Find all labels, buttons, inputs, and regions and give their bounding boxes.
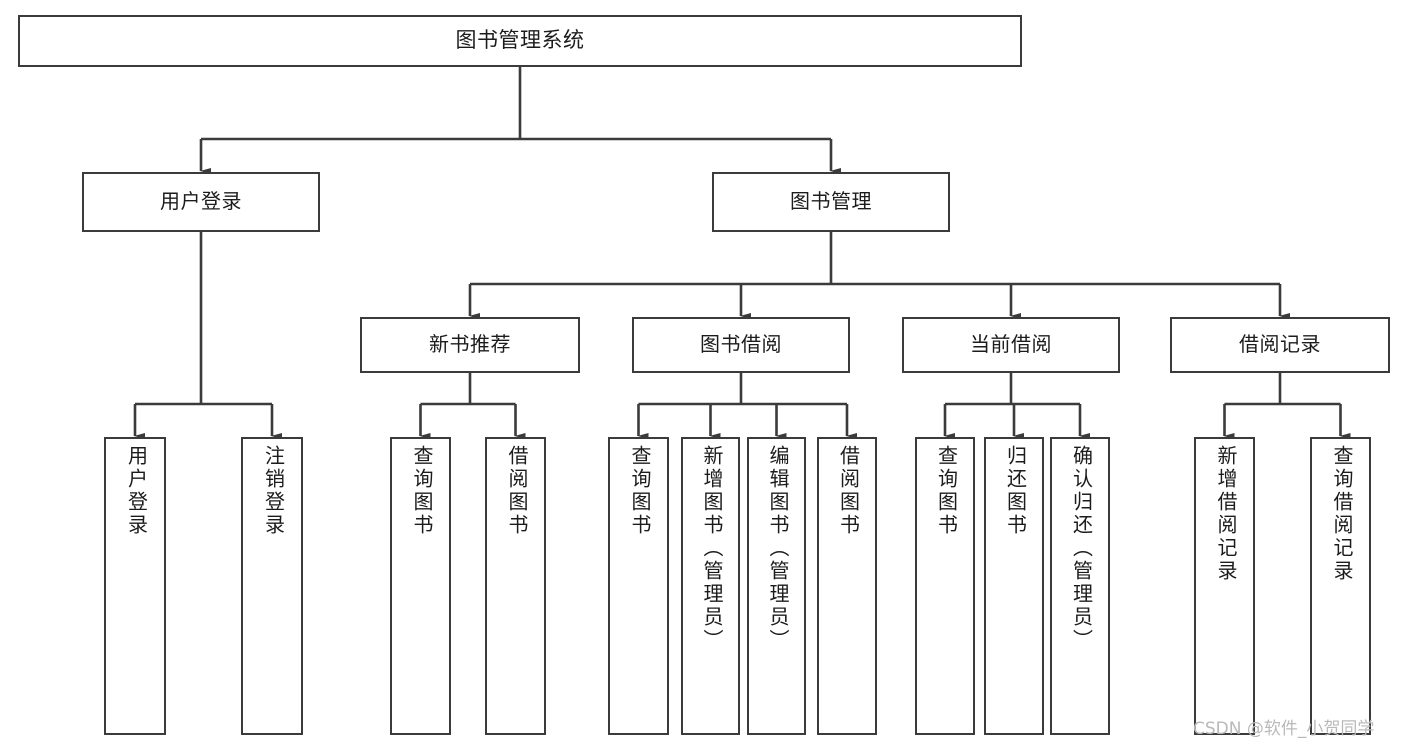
node-bookmgmt[interactable]: 图书管理	[712, 172, 950, 232]
node-l1[interactable]: 用户登录	[104, 437, 166, 735]
node-current[interactable]: 当前借阅	[902, 317, 1120, 373]
node-label: 当前借阅	[970, 333, 1052, 356]
node-label: 归还图书	[1003, 445, 1026, 537]
node-label: 图书管理	[790, 190, 872, 213]
node-label: 借阅图书	[836, 445, 859, 537]
node-l9[interactable]: 查询图书	[915, 437, 975, 735]
node-root[interactable]: 图书管理系统	[18, 15, 1022, 67]
node-label: 查询图书	[934, 445, 957, 537]
node-label: 查询图书	[628, 445, 650, 537]
node-label: 用户登录	[124, 445, 147, 537]
node-newbook[interactable]: 新书推荐	[360, 317, 580, 373]
node-l8[interactable]: 借阅图书	[817, 437, 877, 735]
node-label: 借阅记录	[1239, 333, 1321, 356]
node-records[interactable]: 借阅记录	[1170, 317, 1390, 373]
node-l13[interactable]: 查询借阅记录	[1310, 437, 1371, 735]
node-l3[interactable]: 查询图书	[390, 437, 451, 735]
node-l4[interactable]: 借阅图书	[485, 437, 546, 735]
node-l6[interactable]: 新增图书（管理员）	[681, 437, 740, 735]
node-label: 图书借阅	[700, 333, 782, 356]
node-login[interactable]: 用户登录	[82, 172, 320, 232]
node-label: 新增图书（管理员）	[700, 445, 722, 652]
node-label: 查询借阅记录	[1330, 445, 1352, 583]
node-label: 借阅图书	[505, 445, 527, 537]
node-label: 用户登录	[160, 190, 242, 213]
node-label: 确认归还（管理员）	[1069, 445, 1092, 652]
node-label: 查询图书	[410, 445, 432, 537]
node-l12[interactable]: 新增借阅记录	[1194, 437, 1255, 735]
node-borrow[interactable]: 图书借阅	[632, 317, 850, 373]
node-l7[interactable]: 编辑图书（管理员）	[747, 437, 806, 735]
node-label: 图书管理系统	[455, 29, 585, 53]
node-l5[interactable]: 查询图书	[608, 437, 669, 735]
node-l2[interactable]: 注销登录	[241, 437, 303, 735]
node-label: 新增借阅记录	[1214, 445, 1236, 583]
node-label: 新书推荐	[429, 333, 511, 356]
node-label: 编辑图书（管理员）	[766, 445, 788, 652]
node-l11[interactable]: 确认归还（管理员）	[1050, 437, 1110, 735]
csdn-watermark: CSDN @软件_小贺同学	[1193, 719, 1375, 739]
node-l10[interactable]: 归还图书	[984, 437, 1044, 735]
node-label: 注销登录	[261, 445, 284, 537]
